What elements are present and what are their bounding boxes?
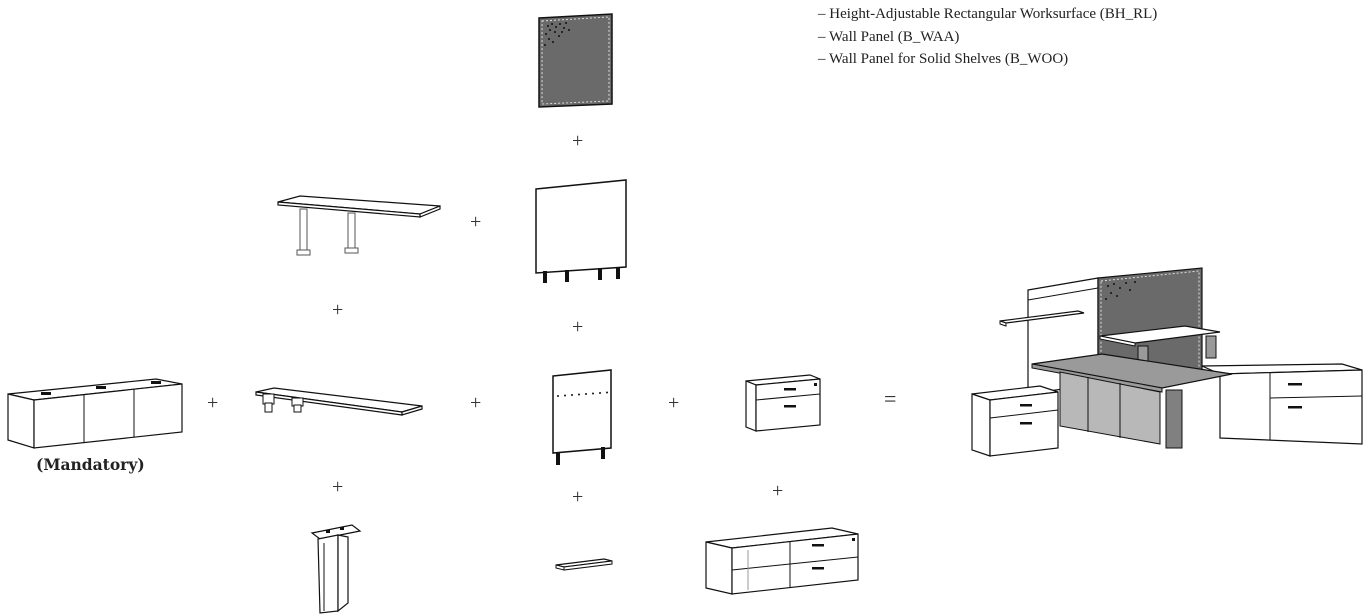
- legend-item-wall-panel-shelves: – Wall Panel for Solid Shelves (B_WOO): [818, 51, 1069, 67]
- support-leg-icon: [300, 523, 370, 614]
- acoustic-panel-icon: [536, 12, 616, 108]
- legend-item-worksurface: – Height-Adjustable Rectangular Worksurf…: [818, 6, 1158, 22]
- plus-sign: +: [207, 392, 219, 414]
- plus-sign: +: [572, 130, 584, 152]
- plus-sign: +: [332, 299, 344, 321]
- lateral-file-icon: [740, 373, 822, 435]
- equals-sign: =: [884, 386, 897, 411]
- narrow-panel-icon: [548, 368, 620, 468]
- plus-sign: +: [470, 392, 482, 414]
- plus-sign: +: [332, 476, 344, 498]
- assembled-workstation-icon: [970, 266, 1369, 466]
- mandatory-label: (Mandatory): [36, 455, 145, 474]
- plus-sign: +: [470, 211, 482, 233]
- component-legend: – Height-Adjustable Rectangular Worksurf…: [818, 3, 1157, 71]
- wall-panel-icon: [530, 177, 630, 287]
- plus-sign: +: [772, 480, 784, 502]
- plus-sign: +: [572, 316, 584, 338]
- legend-item-wall-panel: – Wall Panel (B_WAA): [818, 28, 960, 45]
- shelf-icon: [552, 553, 616, 575]
- plus-sign: +: [572, 486, 584, 508]
- worksurface-icon: [252, 386, 424, 426]
- credenza-icon: [6, 376, 186, 452]
- storage-credenza-icon: [702, 524, 862, 596]
- height-adjustable-desk-icon: [270, 192, 445, 264]
- plus-sign: +: [668, 392, 680, 414]
